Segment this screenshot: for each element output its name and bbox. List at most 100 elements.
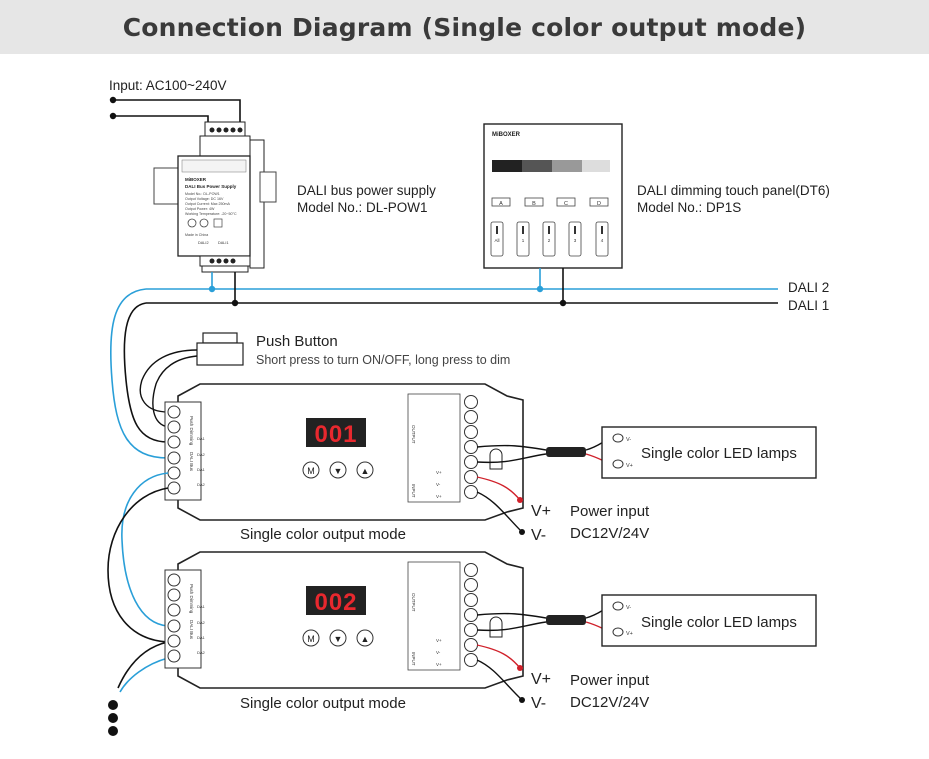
svg-text:DALI1: DALI1	[218, 241, 229, 245]
controller-1-mode-button[interactable]	[302, 461, 320, 479]
svg-text:M: M	[307, 466, 315, 476]
dali-bus-lines	[109, 268, 778, 459]
lamps-1-label: Single color LED lamps	[641, 445, 797, 462]
svg-text:DALI Bus Power Supply: DALI Bus Power Supply	[185, 184, 237, 189]
power-1-voltage: DC12V/24V	[570, 525, 649, 542]
svg-text:DA2: DA2	[197, 650, 206, 655]
svg-text:DA1: DA1	[197, 467, 206, 472]
svg-text:▼: ▼	[334, 466, 343, 476]
zone-switches: All 1 2 3 4	[490, 221, 609, 257]
svg-text:DA2: DA2	[197, 452, 206, 457]
controller-2-up-button[interactable]	[356, 629, 374, 647]
controller-2-display	[306, 586, 366, 615]
svg-text:3: 3	[574, 238, 577, 243]
controller-1-output-wires	[476, 437, 613, 535]
svg-text:V-: V-	[436, 650, 441, 655]
svg-text:V-: V-	[436, 482, 441, 487]
controller-2-down-button[interactable]	[329, 629, 347, 647]
svg-text:D: D	[597, 201, 601, 207]
svg-text:DALI Bus: DALI Bus	[189, 452, 194, 472]
power-2-vminus: V-	[531, 695, 546, 712]
svg-text:DA1: DA1	[197, 635, 206, 640]
svg-text:V-: V-	[626, 437, 631, 443]
controller-2-mode-button[interactable]	[302, 629, 320, 647]
svg-text:Push Dimming: Push Dimming	[189, 416, 194, 446]
svg-text:DALI2: DALI2	[198, 241, 209, 245]
svg-text:Push Dimming: Push Dimming	[189, 584, 194, 614]
svg-text:V+: V+	[436, 470, 442, 475]
touch-panel-name: DALI dimming touch panel(DT6)	[637, 183, 830, 198]
svg-text:Output Voltage: DC 16V: Output Voltage: DC 16V	[185, 197, 224, 201]
svg-text:DA2: DA2	[197, 620, 206, 625]
svg-text:V+: V+	[626, 631, 633, 637]
controller-1-mode-label: Single color output mode	[240, 526, 406, 543]
dali-power-supply-device: MiBOXER DALI Bus Power Supply Model No.:…	[153, 121, 277, 273]
svg-text:▼: ▼	[334, 634, 343, 644]
lamps-1: V- V+	[601, 426, 817, 479]
svg-text:4: 4	[601, 238, 604, 243]
svg-text:A: A	[499, 201, 503, 207]
zone-buttons: A B C D	[491, 197, 609, 207]
power-supply-model: Model No.: DL-POW1	[297, 200, 428, 215]
svg-text:DA1: DA1	[197, 604, 206, 609]
dali1-label: DALI 1	[788, 298, 829, 313]
svg-text:DALI Bus: DALI Bus	[189, 620, 194, 640]
lamps-2: V- V+	[601, 594, 817, 647]
controller-1-left-terminals: Push Dimming DALI Bus DA1 DA2 DA1 DA2	[167, 405, 206, 495]
push-button-title: Push Button	[256, 333, 338, 350]
power-2-voltage: DC12V/24V	[570, 694, 649, 711]
push-button-device	[139, 332, 244, 428]
touch-panel-model: Model No.: DP1S	[637, 200, 741, 215]
svg-text:Made in China: Made in China	[185, 233, 208, 237]
svg-text:2: 2	[548, 238, 551, 243]
lamps-2-label: Single color LED lamps	[641, 614, 797, 631]
controller-1-display	[306, 418, 366, 447]
power-2-vplus: V+	[531, 671, 551, 688]
svg-text:Working Temperature: -20~50°C: Working Temperature: -20~50°C	[185, 212, 237, 216]
svg-text:V+: V+	[436, 662, 442, 667]
svg-text:1: 1	[522, 238, 525, 243]
svg-text:Output Power: 4W: Output Power: 4W	[185, 207, 215, 211]
controller-1-up-button[interactable]	[356, 461, 374, 479]
svg-text:▲: ▲	[361, 634, 370, 644]
svg-text:All: All	[494, 238, 499, 243]
power-supply-name: DALI bus power supply	[297, 183, 436, 198]
power-2-title: Power input	[570, 672, 650, 689]
svg-text:V+: V+	[436, 638, 442, 643]
chain-wires	[107, 472, 169, 693]
page-title: Connection Diagram (Single color output …	[122, 12, 807, 42]
controller-1: Push Dimming DALI Bus DA1 DA2 DA1 DA2 00…	[164, 383, 524, 521]
push-button-description: Short press to turn ON/OFF, long press t…	[256, 353, 510, 367]
touch-panel-device: MiBOXER A B C D	[483, 123, 623, 269]
svg-text:DA1: DA1	[197, 436, 206, 441]
dimming-slider-bar	[492, 160, 610, 172]
continuation-dots	[108, 700, 118, 736]
controller-1-down-button[interactable]	[329, 461, 347, 479]
svg-text:OUTPUT: OUTPUT	[411, 593, 416, 612]
dali2-label: DALI 2	[788, 280, 829, 295]
power-1-vminus: V-	[531, 527, 546, 544]
controller-2-display-value: 002	[314, 589, 357, 616]
svg-text:Model No.: DL-POW1: Model No.: DL-POW1	[185, 192, 220, 196]
controller-2-right-terminals: OUTPUT INPUT V+ V- V+	[411, 563, 478, 667]
svg-text:INPUT: INPUT	[411, 652, 416, 666]
svg-text:V+: V+	[626, 463, 633, 469]
svg-text:MiBOXER: MiBOXER	[492, 132, 521, 138]
power-1-title: Power input	[570, 503, 650, 520]
svg-text:B: B	[532, 201, 536, 207]
controller-1-display-value: 001	[314, 421, 357, 448]
svg-text:V-: V-	[626, 605, 631, 611]
controller-2-left-terminals: Push Dimming DALI Bus DA1 DA2 DA1 DA2	[167, 573, 206, 663]
controller-2-mode-label: Single color output mode	[240, 695, 406, 712]
svg-text:Output Current: Max 250mA: Output Current: Max 250mA	[185, 202, 231, 206]
svg-text:OUTPUT: OUTPUT	[411, 425, 416, 444]
header-bar: Connection Diagram (Single color output …	[0, 0, 929, 54]
svg-text:C: C	[564, 201, 568, 207]
svg-text:MiBOXER: MiBOXER	[185, 177, 207, 182]
svg-text:M: M	[307, 634, 315, 644]
svg-text:DA2: DA2	[197, 482, 206, 487]
svg-text:INPUT: INPUT	[411, 484, 416, 498]
svg-text:▲: ▲	[361, 466, 370, 476]
controller-2: Push Dimming DALI Bus DA1 DA2 DA1 DA2 00…	[164, 551, 524, 689]
